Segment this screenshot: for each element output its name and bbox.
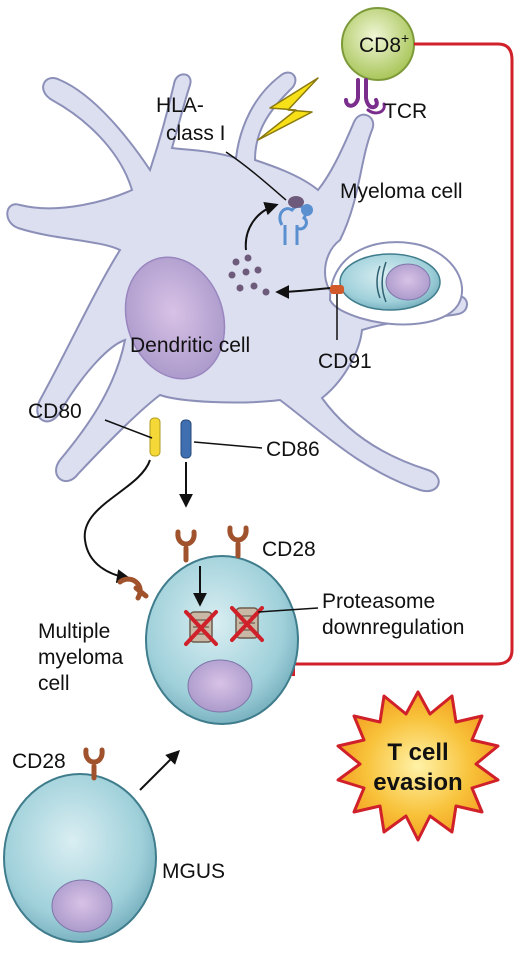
- tcr-receptor: [344, 78, 386, 115]
- proteasome-label-line-2: downregulation: [322, 616, 464, 639]
- evasion-line-2: evasion: [373, 769, 462, 796]
- uptake-arrow: [275, 284, 331, 299]
- hla-callout: [225, 151, 287, 201]
- dendritic-cell: [6, 71, 468, 493]
- cd86-callout: [193, 441, 263, 449]
- multiple-myeloma-label-line-1: Multiple: [38, 620, 110, 643]
- t-cell-evasion-starburst: T cell evasion: [336, 690, 500, 842]
- cd80-callout: [104, 419, 153, 439]
- cd28-receptor-icon: [117, 525, 249, 601]
- mgus-cell-nucleus: [51, 879, 113, 933]
- presentation-arrow: [244, 201, 279, 251]
- cd86-label: CD86: [266, 438, 320, 461]
- progression-arrow: [139, 750, 180, 791]
- hla-label-line-2: class I: [166, 122, 226, 145]
- proteasome-icon-2: [230, 606, 264, 642]
- dendritic-cell-body: [6, 71, 468, 493]
- cd91-receptor: [330, 285, 344, 294]
- mgus-cell-body: [3, 773, 157, 943]
- peptide-fragments: [228, 254, 270, 296]
- mgus-label: MGUS: [162, 860, 225, 883]
- cd8-label: CD8+: [359, 30, 409, 57]
- multiple-myeloma-label-line-2: myeloma: [38, 646, 124, 669]
- hla-label-line-1: HLA-: [156, 94, 204, 117]
- cd86-molecule: [180, 419, 192, 459]
- hla-class-i-molecule: [278, 196, 313, 245]
- dendritic-cell-label: Dendritic cell: [130, 334, 250, 357]
- lightning-bolt-icon: [257, 77, 319, 141]
- myeloma-cell-label: Myeloma cell: [340, 180, 463, 203]
- starburst-shape: [336, 690, 500, 842]
- tcr-label: TCR: [384, 100, 427, 123]
- cd80-molecule: [149, 417, 161, 457]
- proteasome-icon: [184, 610, 218, 646]
- cd91-label: CD91: [318, 350, 372, 373]
- multiple-myeloma-label-line-3: cell: [38, 672, 70, 695]
- cd28-label-bottom: CD28: [12, 750, 66, 773]
- myeloma-cell: [328, 241, 464, 326]
- multiple-myeloma-cell: [117, 525, 319, 725]
- myeloma-er-lines: [376, 261, 387, 303]
- cd80-arrow: [83, 459, 151, 584]
- mm-cell-body: [145, 555, 299, 725]
- inhibition-line: [293, 42, 514, 666]
- cd8-t-cell: CD8+: [341, 7, 415, 81]
- hla-peptide: [288, 196, 304, 208]
- myeloma-cell-nucleus: [385, 263, 431, 301]
- proteasome-label-line-1: Proteasome: [322, 590, 435, 613]
- cd80-label: CD80: [28, 400, 82, 423]
- dendritic-nucleus: [124, 256, 226, 380]
- mm-cell-nucleus: [187, 659, 253, 713]
- cd28-receptor-icon-mgus: [83, 747, 105, 781]
- evasion-line-1: T cell: [387, 739, 448, 766]
- mgus-cell: [3, 747, 157, 943]
- proteasome-callout: [257, 607, 319, 613]
- cd28-label-top: CD28: [262, 538, 316, 561]
